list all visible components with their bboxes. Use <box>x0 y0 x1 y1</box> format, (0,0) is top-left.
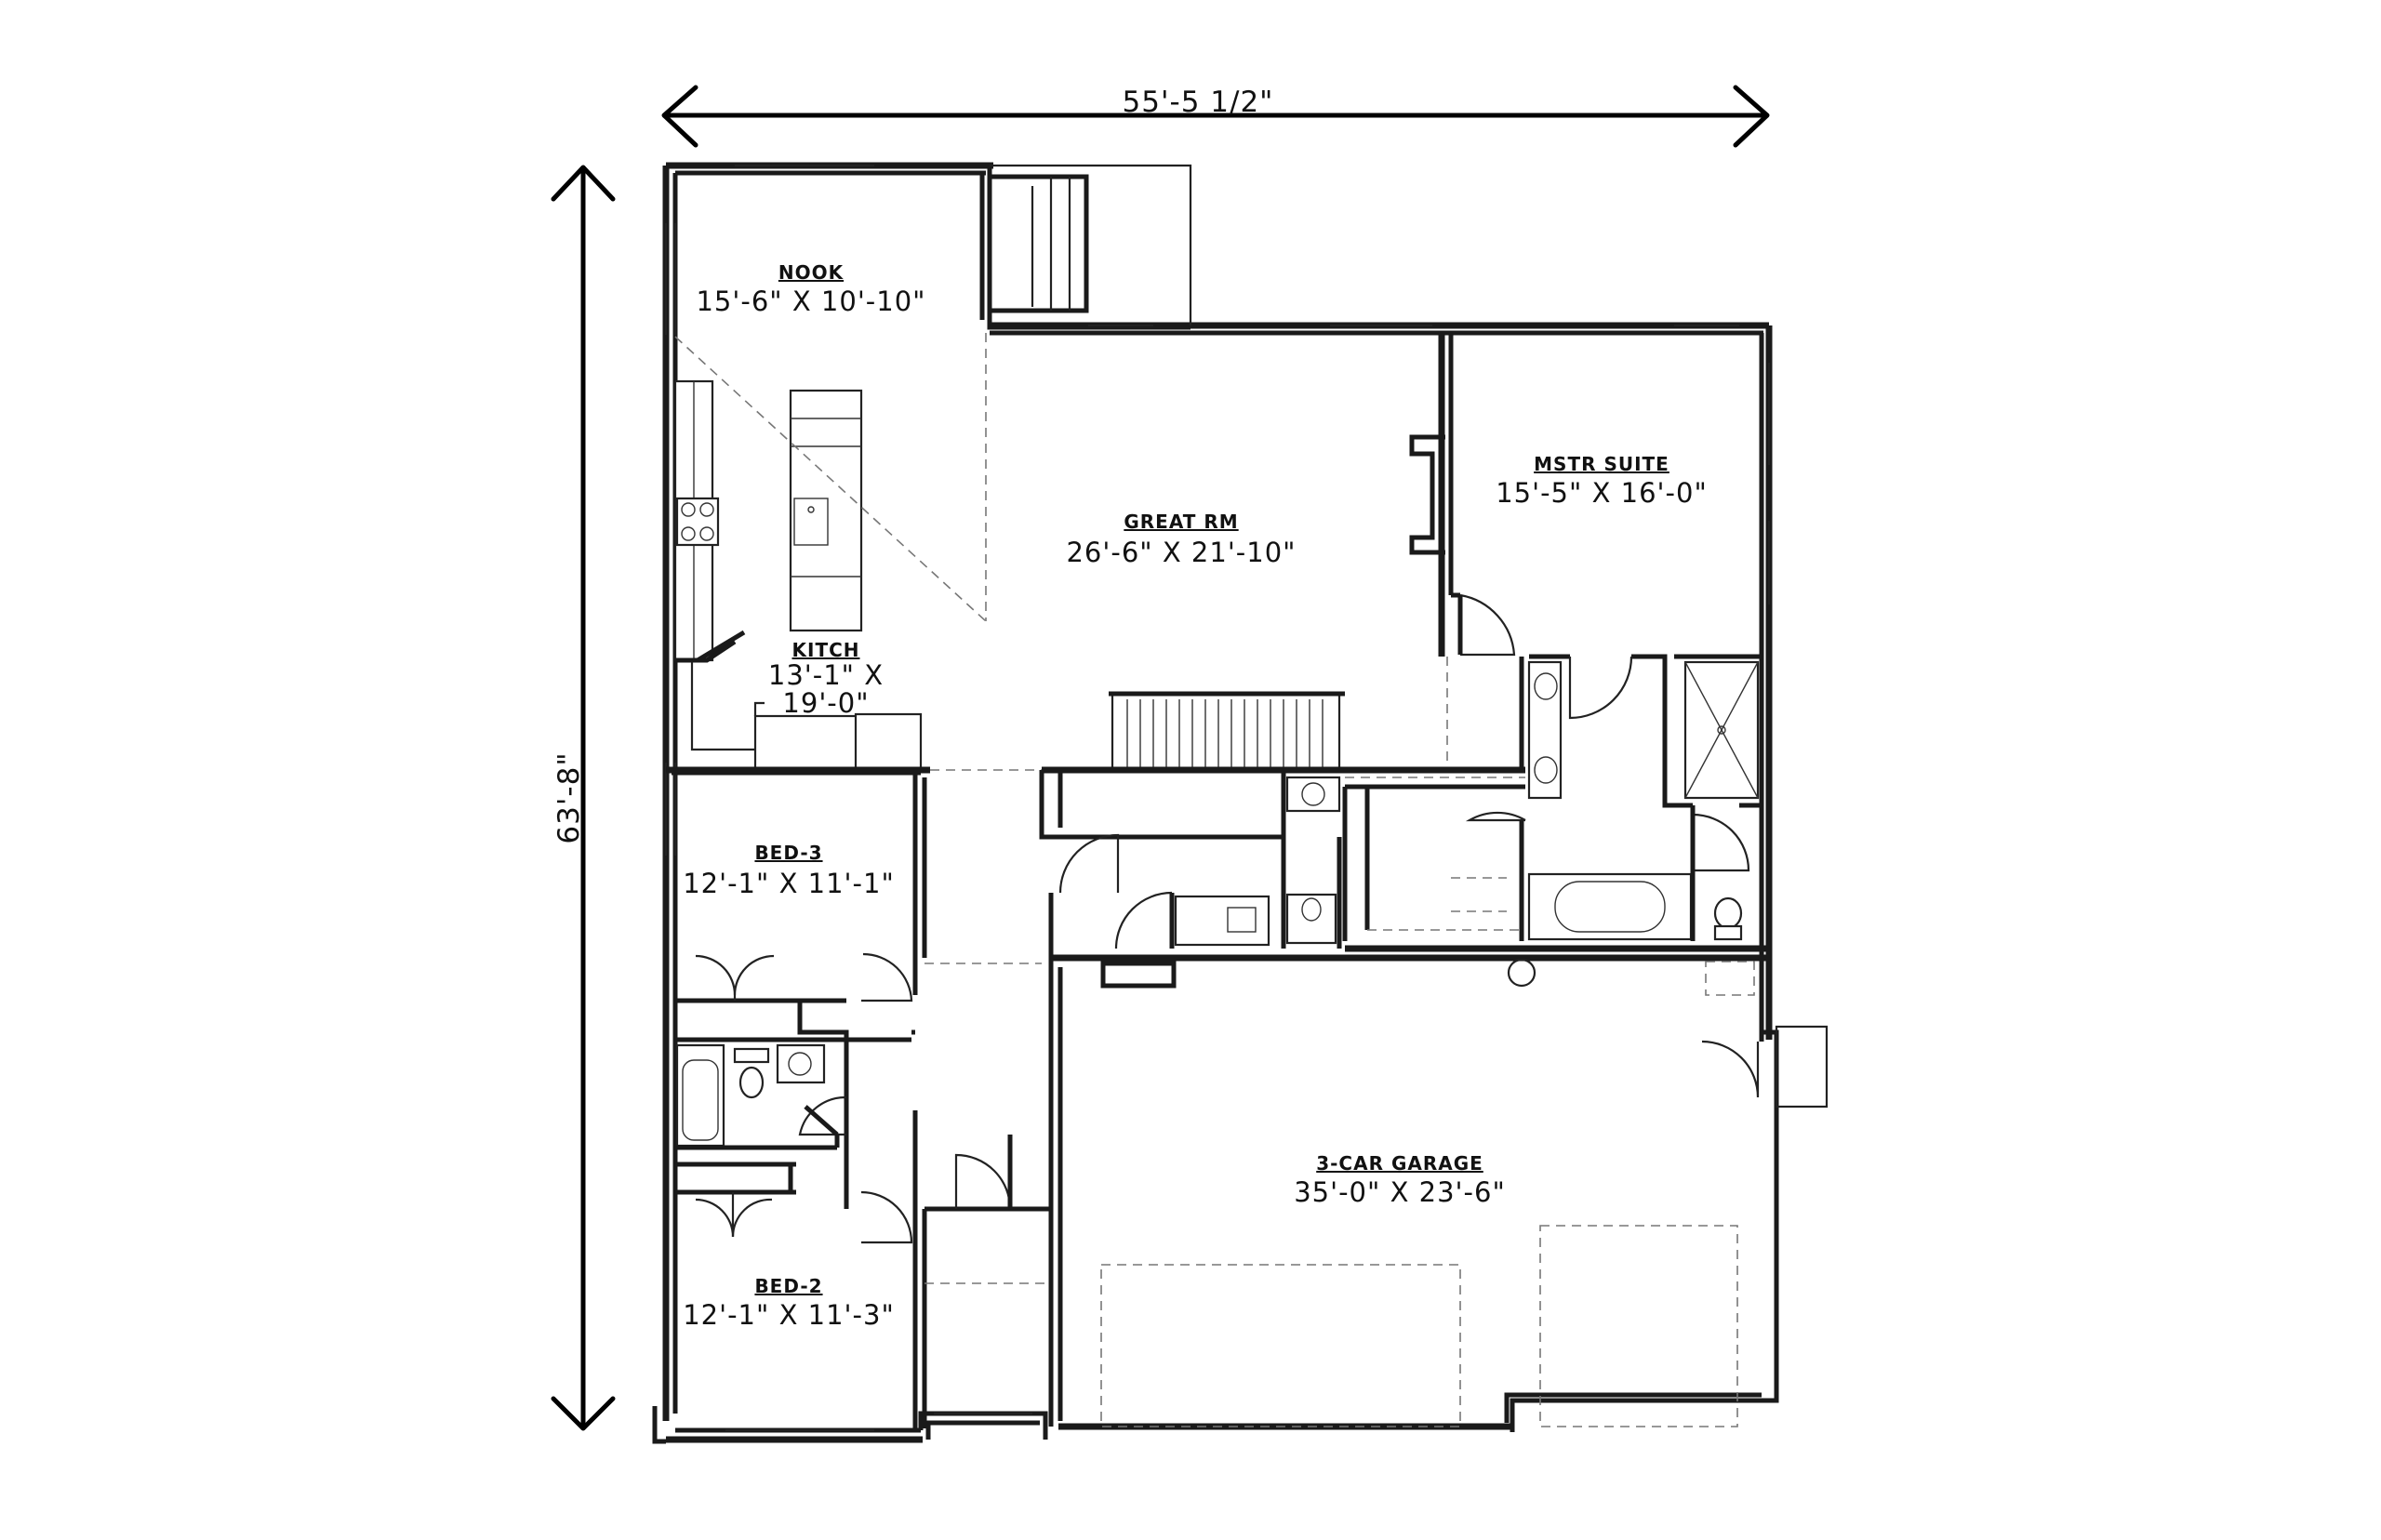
depth-dimension: 63'-8" <box>551 165 616 1431</box>
master-suite <box>1342 592 1769 952</box>
kitchen <box>666 333 1042 774</box>
garage-size: 35'-0" X 23'-6" <box>1294 1176 1506 1208</box>
kitchen-size-line2: 19'-0" <box>782 687 869 719</box>
great-room-size: 26'-6" X 21'-10" <box>1066 537 1296 568</box>
deck-structure <box>990 164 1192 325</box>
bed3-size: 12'-1" X 11'-1" <box>683 868 895 899</box>
windows <box>664 164 1771 1432</box>
exterior-walls <box>652 162 1779 1444</box>
master-suite-size: 15'-5" X 16'-0" <box>1496 477 1708 509</box>
bed2-name: BED-2 <box>754 1275 822 1297</box>
garage <box>1051 954 1829 1427</box>
stair-treads <box>1126 699 1324 768</box>
kitchen-name: KITCH <box>792 639 860 661</box>
great-room-name: GREAT RM <box>1124 511 1238 533</box>
kitchen-size-line1: 13'-1" X <box>768 659 884 691</box>
nook-size: 15'-6" X 10'-10" <box>696 285 925 317</box>
width-dimension: 55'-5 1/2" <box>661 85 1770 148</box>
garage-name: 3-CAR GARAGE <box>1316 1152 1483 1175</box>
bedrooms <box>672 768 1063 1428</box>
depth-dimension-label: 63'-8" <box>552 751 586 843</box>
bed3-name: BED-3 <box>754 842 822 864</box>
nook-name: NOOK <box>778 261 845 284</box>
width-dimension-label: 55'-5 1/2" <box>1123 86 1274 119</box>
room-labels: NOOK 15'-6" X 10'-10" GREAT RM 26'-6" X … <box>683 261 1708 1331</box>
bed2-size: 12'-1" X 11'-3" <box>683 1299 895 1331</box>
laundry-area <box>1039 770 1342 989</box>
master-suite-name: MSTR SUITE <box>1534 453 1669 475</box>
